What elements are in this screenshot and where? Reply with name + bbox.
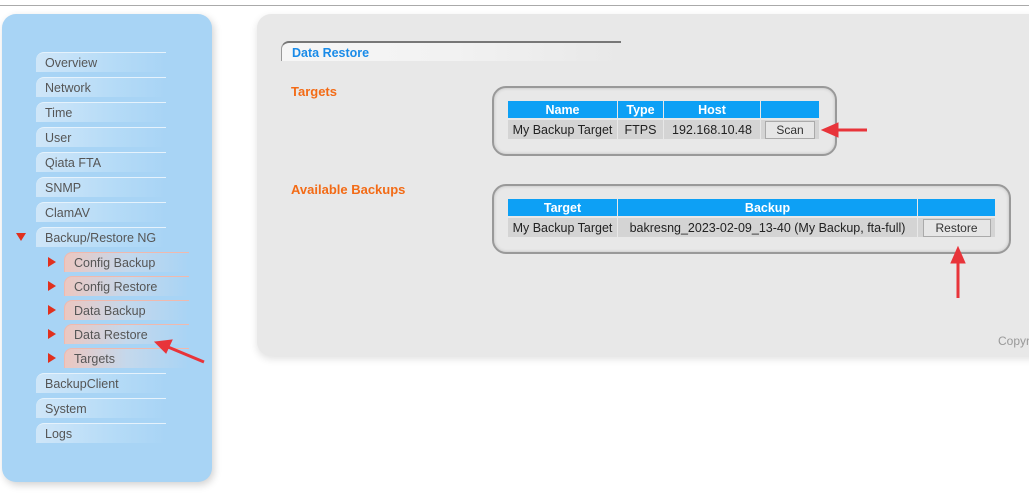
page-title: Data Restore [281, 41, 621, 61]
label: Config Restore [64, 276, 189, 296]
label: Logs [36, 423, 166, 443]
expanded-triangle-icon [16, 233, 26, 241]
table-row: My Backup Target bakresng_2023-02-09_13-… [508, 216, 995, 237]
sidebar-item-logs[interactable]: Logs [36, 423, 166, 443]
label: Time [36, 102, 166, 122]
bullet-arrow-icon [48, 305, 56, 315]
label: BackupClient [36, 373, 166, 393]
label: System [36, 398, 166, 418]
bullet-arrow-icon [48, 281, 56, 291]
sidebar-item-network[interactable]: Network [36, 77, 166, 97]
backups-table: Target Backup My Backup Target bakresng_… [507, 199, 996, 237]
sidebar-subitem-config-restore[interactable]: Config Restore [64, 276, 189, 296]
bullet-arrow-icon [48, 257, 56, 267]
label: Qiata FTA [36, 152, 166, 172]
sidebar-item-system[interactable]: System [36, 398, 166, 418]
column-header-action [918, 199, 995, 216]
action-cell: Scan [761, 118, 819, 139]
column-header-name: Name [508, 101, 617, 118]
targets-table: Name Type Host My Backup Target FTPS 192… [507, 101, 820, 139]
backup-target: My Backup Target [508, 216, 617, 237]
column-header-backup: Backup [618, 199, 917, 216]
label: Data Restore [64, 324, 189, 344]
sidebar-subitem-config-backup[interactable]: Config Backup [64, 252, 189, 272]
sidebar-subitem-targets[interactable]: Targets [64, 348, 189, 368]
label: Overview [36, 52, 166, 72]
target-name: My Backup Target [508, 118, 617, 139]
sidebar: Overview Network Time User Qiata FTA SNM… [2, 14, 212, 482]
label: SNMP [36, 177, 166, 197]
sidebar-item-user[interactable]: User [36, 127, 166, 147]
scan-button[interactable]: Scan [765, 120, 815, 139]
column-header-host: Host [664, 101, 760, 118]
bullet-arrow-icon [48, 329, 56, 339]
target-host: 192.168.10.48 [664, 118, 760, 139]
label: Backup/Restore NG [36, 227, 166, 247]
target-type: FTPS [618, 118, 663, 139]
available-backups-heading: Available Backups [291, 182, 406, 197]
table-row: My Backup Target FTPS 192.168.10.48 Scan [508, 118, 819, 139]
copyright-text: Copyr [998, 334, 1029, 348]
backups-box [492, 184, 1011, 254]
label: ClamAV [36, 202, 166, 222]
label: Data Backup [64, 300, 189, 320]
sidebar-item-overview[interactable]: Overview [36, 52, 166, 72]
column-header-action [761, 101, 819, 118]
targets-box [492, 86, 837, 156]
main-panel: Data Restore Targets Name Type Host My B… [257, 14, 1029, 356]
action-cell: Restore [918, 216, 995, 237]
column-header-type: Type [618, 101, 663, 118]
sidebar-subitem-data-backup[interactable]: Data Backup [64, 300, 189, 320]
label: Network [36, 77, 166, 97]
sidebar-item-backup-restore-ng[interactable]: Backup/Restore NG [36, 227, 166, 247]
backup-name: bakresng_2023-02-09_13-40 (My Backup, ft… [618, 216, 917, 237]
sidebar-item-time[interactable]: Time [36, 102, 166, 122]
sidebar-subitem-data-restore[interactable]: Data Restore [64, 324, 189, 344]
targets-heading: Targets [291, 84, 337, 99]
label: User [36, 127, 166, 147]
sidebar-item-qiata-fta[interactable]: Qiata FTA [36, 152, 166, 172]
sidebar-item-backupclient[interactable]: BackupClient [36, 373, 166, 393]
label: Config Backup [64, 252, 189, 272]
restore-button[interactable]: Restore [922, 218, 991, 237]
column-header-target: Target [508, 199, 617, 216]
sidebar-item-clamav[interactable]: ClamAV [36, 202, 166, 222]
label: Targets [64, 348, 189, 368]
bullet-arrow-icon [48, 353, 56, 363]
sidebar-item-snmp[interactable]: SNMP [36, 177, 166, 197]
top-divider [0, 5, 1029, 6]
